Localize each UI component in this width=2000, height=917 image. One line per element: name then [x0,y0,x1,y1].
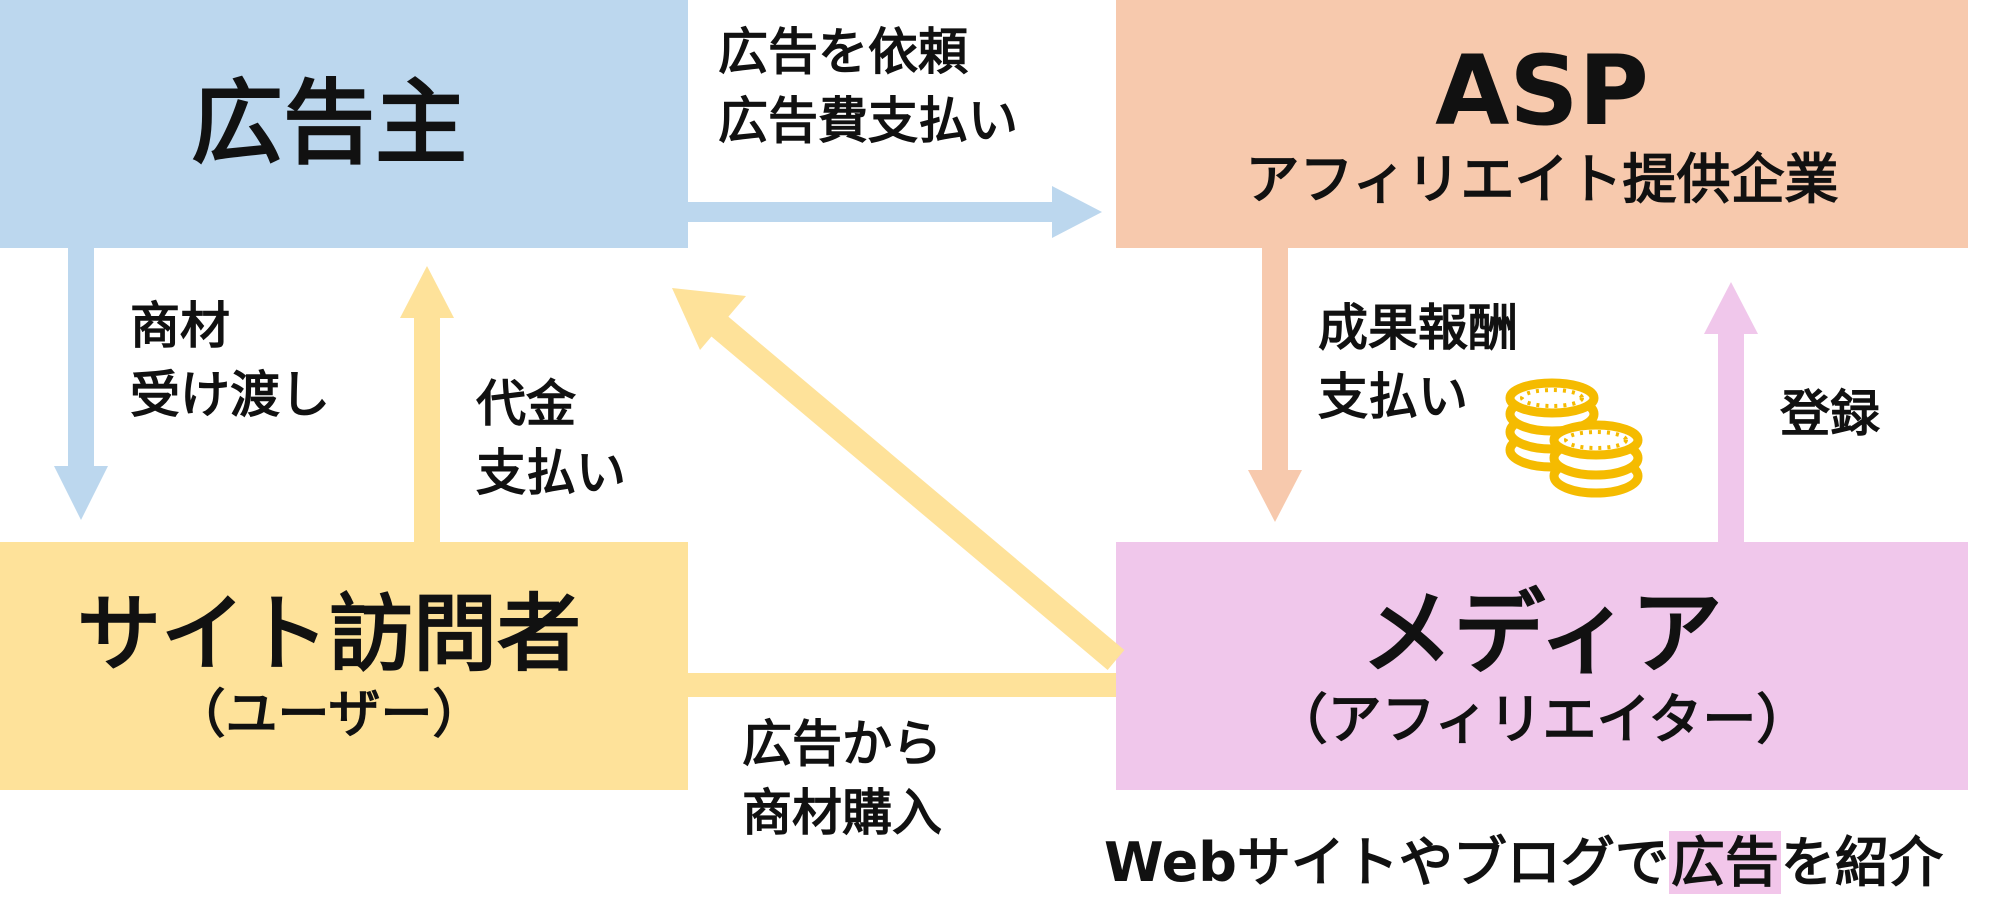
asp-box: ASP アフィリエイト提供企業 [1116,0,1968,248]
advertiser-title: 広告主 [190,70,467,178]
label-register: 登録 [1780,385,1880,443]
label-purchase-line1: 広告から [742,715,942,773]
label-purchase: 広告から 商材購入 [742,710,942,848]
media-title: メディア [1361,579,1723,687]
coin-stack-icon [1505,378,1643,498]
arrow-visitor-to-advertiser [400,266,454,542]
caption-prefix: Webサイトやブログで [1104,831,1669,894]
arrow-advertiser-to-visitor [54,248,108,520]
media-caption: Webサイトやブログで広告を紹介 [1104,818,1943,897]
label-purchase-line2: 商材購入 [742,784,942,842]
label-request-line1: 広告を依頼 [718,23,968,81]
arrow-advertiser-to-asp [688,186,1102,238]
label-reward-line2: 支払い [1318,368,1468,426]
advertiser-box: 広告主 [0,0,688,248]
asp-title: ASP [1435,34,1649,147]
caption-suffix: を紹介 [1780,831,1943,894]
asp-subtitle: アフィリエイト提供企業 [1245,148,1839,212]
visitor-box: サイト訪問者 （ユーザー） [0,542,688,790]
arrow-media-to-advertiser [672,288,1125,670]
arrow-media-to-asp [1704,282,1758,542]
label-goods-line2: 受け渡し [130,366,330,424]
label-request-ad: 広告を依頼 広告費支払い [718,18,1018,156]
label-request-line2: 広告費支払い [718,92,1018,150]
label-goods-line1: 商材 [130,297,230,355]
label-reward: 成果報酬 支払い [1318,294,1518,432]
caption-highlight: 広告 [1668,831,1781,894]
label-payment: 代金 支払い [476,370,626,508]
arrow-visitor-to-media [688,673,1116,697]
label-payment-line1: 代金 [476,375,576,433]
visitor-title: サイト訪問者 [76,585,581,684]
media-subtitle: （アフィリエイター） [1273,687,1811,751]
media-box: メディア （アフィリエイター） [1116,542,1968,790]
label-reward-line1: 成果報酬 [1318,299,1518,357]
visitor-subtitle: （ユーザー） [173,684,485,745]
label-goods-delivery: 商材 受け渡し [130,292,330,430]
arrow-asp-to-media [1248,248,1302,522]
label-payment-line2: 支払い [476,444,626,502]
